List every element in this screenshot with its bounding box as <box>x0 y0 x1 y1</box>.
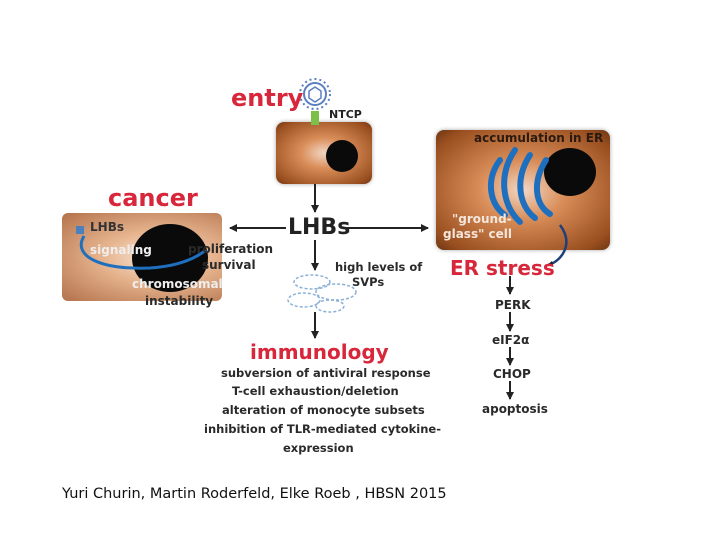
er-nucleus <box>544 148 596 196</box>
immunology-item-5: expression <box>283 441 354 455</box>
ntcp-label: NTCP <box>329 108 362 121</box>
immunology-item-4: inhibition of TLR-mediated cytokine- <box>204 422 441 436</box>
svps-line2: SVPs <box>352 275 385 289</box>
ntcp-receptor <box>311 111 319 125</box>
lhbs-center-label: LHBs <box>288 215 351 240</box>
proliferation-label: proliferation <box>188 242 273 256</box>
entry-nucleus <box>326 140 358 172</box>
cancer-lhbs-marker <box>76 226 84 234</box>
er-membranes-icon <box>487 147 553 225</box>
pathway-eif2a: eIF2α <box>492 333 530 347</box>
pathway-apoptosis: apoptosis <box>482 402 548 416</box>
instability-label: instability <box>145 294 214 308</box>
er-stress-arrow <box>547 224 568 267</box>
chromosomal-label: chromosomal <box>132 277 223 291</box>
survival-label: survival <box>202 258 256 272</box>
immunology-item-3: alteration of monocyte subsets <box>222 403 425 417</box>
ground-glass-line1: "ground- <box>452 212 512 226</box>
er-stress-title: ER stress <box>450 256 555 280</box>
cancer-title: cancer <box>108 184 198 212</box>
pathway-chop: CHOP <box>493 367 531 381</box>
signaling-arrow <box>79 235 207 270</box>
er-accumulation-label: accumulation in ER <box>474 131 604 145</box>
pathway-perk: PERK <box>495 298 531 312</box>
immunology-title: immunology <box>250 340 389 364</box>
cancer-lhbs-label: LHBs <box>90 220 124 234</box>
virus-icon <box>299 78 331 110</box>
immunology-item-1: subversion of antiviral response <box>221 366 431 380</box>
cancer-nucleus <box>132 224 208 292</box>
immunology-item-2: T-cell exhaustion/deletion <box>232 384 399 398</box>
citation-text: Yuri Churin, Martin Roderfeld, Elke Roeb… <box>62 486 447 502</box>
svp-particles-icon <box>287 274 357 313</box>
ground-glass-line2: glass" cell <box>443 227 512 241</box>
svps-line1: high levels of <box>335 260 423 274</box>
entry-title: entry <box>231 84 304 112</box>
signaling-label: signaling <box>90 243 152 257</box>
